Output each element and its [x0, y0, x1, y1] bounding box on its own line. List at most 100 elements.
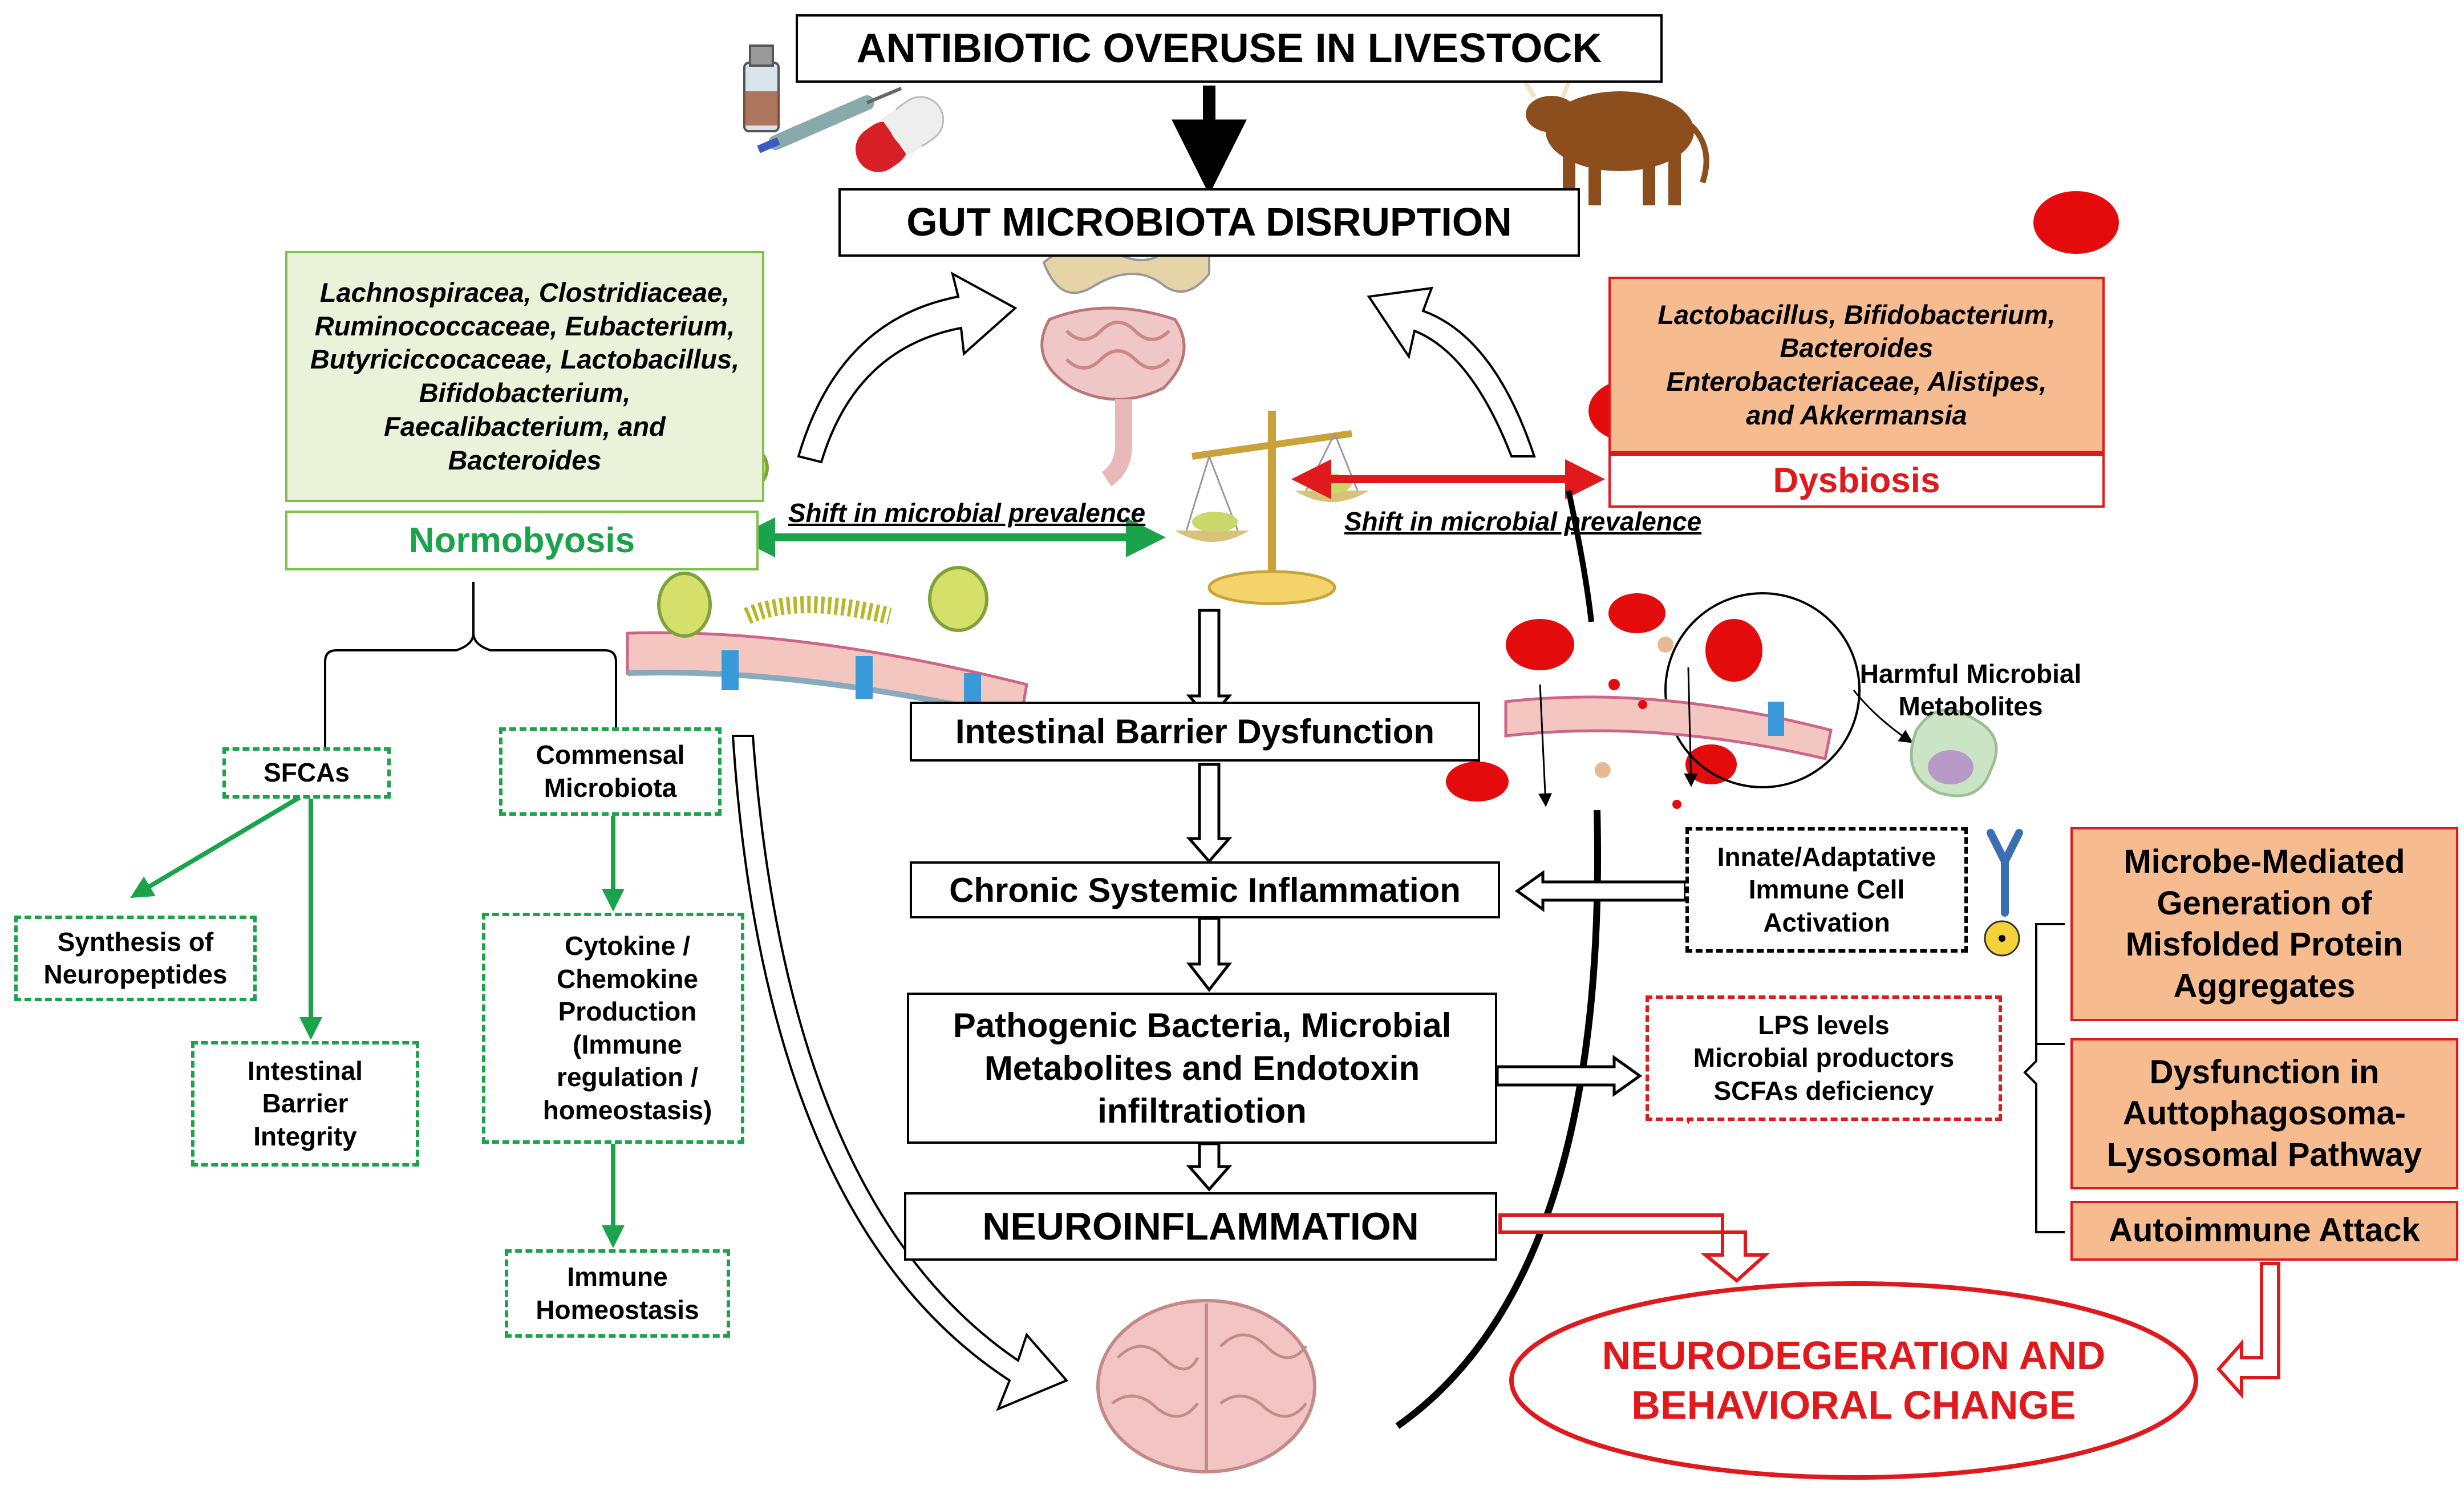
- autophagy-box: Dysfunction in Auttophagosoma- Lysosomal…: [2070, 1038, 2458, 1189]
- taxa-line: Lactobacillus, Bifidobacterium,: [1657, 299, 2056, 330]
- taxa-line: Butyriciccocaceae, Lactobacillus,: [310, 344, 740, 375]
- text-line: Metabolites: [1898, 691, 2043, 721]
- text-line: Harmful Microbial: [1859, 658, 2082, 689]
- harmful-metabolites-label: Harmful Microbial Metabolites: [1839, 650, 2102, 730]
- pathogenic-box: Pathogenic Bacteria, Microbial Metabolit…: [907, 993, 1497, 1144]
- curve-arrow-right-up: [1367, 286, 1536, 457]
- misfolded-protein-box: Microbe-Mediated Generation of Misfolded…: [2070, 827, 2458, 1021]
- text-line: Activation: [1763, 907, 1890, 937]
- immune-activation-box: Innate/Adaptative Immune Cell Activation: [1685, 827, 1968, 953]
- outcome-label: NEURODEGERATION AND BEHAVIORAL CHANGE: [1540, 1318, 2167, 1443]
- text-line: Intestinal: [248, 1055, 363, 1086]
- immune-homeostasis-box: Immune Homeostasis: [505, 1249, 730, 1338]
- brain-icon: [1096, 1299, 1316, 1473]
- lps-box: LPS levels Microbial productors SCFAs de…: [1646, 995, 2002, 1121]
- red-arrow-neuro-to-outcome: [1498, 1213, 1770, 1283]
- text-line: Neuropeptides: [43, 959, 228, 989]
- sfcas-box: SFCAs: [222, 747, 391, 799]
- neuropeptides-box: Synthesis of Neuropeptides: [14, 916, 257, 1001]
- text-line: regulation /: [557, 1062, 698, 1092]
- text-line: NEURODEGERATION AND: [1602, 1333, 2106, 1378]
- arrow-sfcas-to-neuropeptides: [130, 793, 304, 898]
- text-line: Microbe-Mediated: [2123, 843, 2405, 880]
- text-line: Misfolded Protein: [2125, 926, 2404, 963]
- text-line: Cytokine /: [565, 931, 690, 961]
- vial-icon: [743, 44, 780, 132]
- text-line: Generation of: [2157, 884, 2372, 922]
- text-line: Metabolites and Endotoxin: [984, 1049, 1420, 1087]
- text-line: infiltratiotion: [1097, 1092, 1307, 1130]
- taxa-line: Enterobacteriaceae, Alistipes,: [1666, 366, 2047, 396]
- gut-disruption-box: GUT MICROBIOTA DISRUPTION: [838, 188, 1580, 257]
- curve-arrow-left-up: [797, 272, 1018, 464]
- cytokine-box: Cytokine / Chemokine Production (Immune …: [482, 913, 744, 1144]
- text-line: Homeostasis: [536, 1294, 699, 1325]
- lps-levels: LPS levels: [1758, 1010, 1890, 1040]
- taxa-line: Bacteroides: [1780, 333, 1934, 363]
- horizontal-double-arrows: [1496, 870, 1687, 1097]
- shift-label-left: Shift in microbial prevalence: [788, 498, 1146, 528]
- microbial-productors: Microbial productors: [1693, 1043, 1955, 1073]
- right-bracket: [2023, 923, 2065, 1233]
- arrow-to-macrophage: [1853, 690, 1913, 743]
- text-line: Integrity: [253, 1121, 357, 1151]
- metabolite-dots: [1595, 637, 1681, 809]
- red-arrow-autoimmune-to-outcome: [2216, 1262, 2280, 1399]
- thin-arrow-2: [1684, 667, 1698, 787]
- text-line: Immune Cell: [1748, 874, 1905, 905]
- neuroinflammation-box: NEUROINFLAMMATION: [904, 1192, 1497, 1261]
- commensal-box: Commensal Microbiota: [499, 727, 722, 816]
- text-line: Chemokine: [557, 963, 698, 994]
- intestine-icon: [1040, 227, 1210, 487]
- curve-arrow-right-to-brain: [1395, 809, 1602, 1429]
- text-line: Barrier: [262, 1088, 348, 1119]
- taxa-line: and Akkermansia: [1746, 399, 1967, 430]
- center-flow-arrows: [1186, 609, 1233, 1192]
- text-line: (Immune: [573, 1029, 682, 1059]
- normobiosis-bracket: [324, 582, 617, 753]
- syringe-icon: [757, 87, 902, 153]
- text-line: Commensal: [536, 740, 685, 770]
- title-box: ANTIBIOTIC OVERUSE IN LIVESTOCK: [796, 14, 1663, 83]
- outcome-ellipse: [1509, 1281, 2198, 1480]
- barrier-dysfunction-box: Intestinal Barrier Dysfunction: [910, 702, 1480, 762]
- shift-label-right: Shift in microbial prevalence: [1344, 507, 1702, 537]
- dysbiosis-taxa-box: Lactobacillus, Bifidobacterium, Bacteroi…: [1608, 277, 2105, 454]
- cow-icon: [1523, 81, 1709, 205]
- text-line: homeostasis): [542, 1095, 712, 1125]
- text-line: Innate/Adaptative: [1717, 841, 1936, 872]
- text-line: Lysosomal Pathway: [2106, 1136, 2422, 1173]
- scfa-deficiency: SCFAs deficiency: [1713, 1075, 1934, 1106]
- radiation-icon: [1984, 920, 2020, 957]
- macrophage-icon: [1910, 708, 1998, 797]
- text-line: Immune: [567, 1262, 668, 1291]
- curve-arrow-right-top: [1566, 489, 1594, 622]
- taxa-line: Bifidobacterium,: [419, 378, 631, 408]
- gut-epithelium-icon: [1504, 695, 1833, 761]
- thin-arrow-1: [1538, 684, 1553, 807]
- taxa-line: Bacteroides: [448, 444, 602, 475]
- balance-scale-icon: [1175, 411, 1369, 605]
- dysbiosis-label: Dysbiosis: [1608, 454, 2105, 508]
- taxa-line: Lachnospiracea, Clostridiaceae,: [319, 277, 730, 307]
- autoimmune-box: Autoimmune Attack: [2070, 1201, 2458, 1261]
- text-line: BEHAVIORAL CHANGE: [1631, 1383, 2076, 1427]
- text-line: Aggregates: [2173, 967, 2356, 1005]
- barrier-integrity-box: Intestinal Barrier Integrity: [191, 1041, 419, 1167]
- antibody-icon: [1987, 829, 2023, 917]
- inflammation-box: Chronic Systemic Inflammation: [910, 861, 1500, 918]
- text-line: Pathogenic Bacteria, Microbial: [953, 1006, 1452, 1044]
- text-line: Synthesis of: [57, 926, 214, 957]
- text-line: Dysfunction in: [2149, 1053, 2380, 1091]
- gut-zoom-circle: [1664, 592, 1861, 788]
- normobiosis-label: Normobyosis: [285, 511, 759, 570]
- taxa-line: Ruminococcaceae, Eubacterium,: [314, 310, 735, 341]
- curve-arrow-left-to-brain: [731, 735, 1069, 1411]
- taxa-line: Faecalibacterium, and: [384, 411, 666, 442]
- text-line: Production: [558, 997, 697, 1026]
- text-line: Auttophagosoma-: [2122, 1095, 2406, 1132]
- normobiosis-taxa-box: Lachnospiracea, Clostridiaceae, Ruminoco…: [285, 251, 764, 502]
- text-line: Microbiota: [544, 772, 677, 803]
- mucus-strand-icon: [743, 596, 892, 625]
- capsule-icon: [855, 96, 945, 172]
